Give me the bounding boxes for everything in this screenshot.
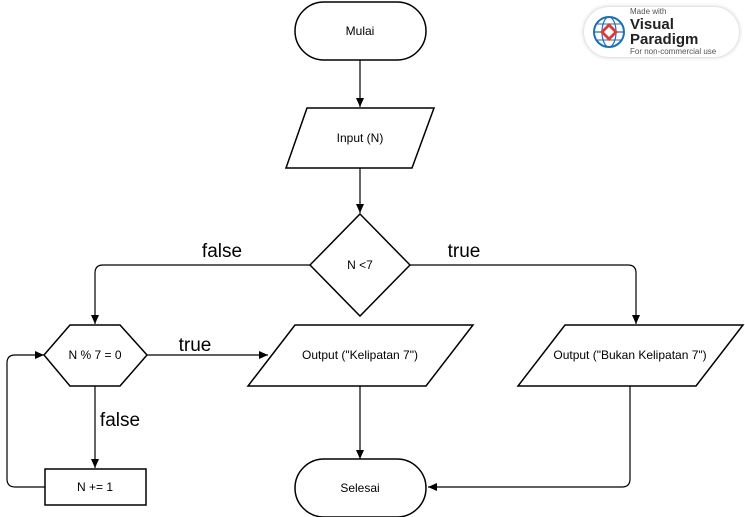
node-input-label: Input (N) xyxy=(337,131,384,145)
node-start-label: Mulai xyxy=(346,24,375,38)
visual-paradigm-logo-icon xyxy=(593,16,625,48)
node-output-not-multiple-label: Output ("Bukan Kelipatan 7") xyxy=(553,348,706,362)
node-end[interactable]: Selesai xyxy=(294,458,427,517)
node-output-not-multiple[interactable]: Output ("Bukan Kelipatan 7") xyxy=(516,324,745,387)
watermark-made-with: Made with xyxy=(630,7,667,16)
label-lt7-false: false xyxy=(202,241,242,262)
edge-cond-lt7-true xyxy=(410,264,640,324)
node-cond-mod7-label: N % 7 = 0 xyxy=(68,348,121,362)
node-cond-lt7-label: N <7 xyxy=(347,258,373,272)
node-start[interactable]: Mulai xyxy=(294,1,427,61)
watermark-license: For non-commercial use xyxy=(630,47,717,56)
watermark-brand: Visual Paradigm xyxy=(630,16,699,48)
node-output-multiple-label: Output ("Kelipatan 7") xyxy=(302,348,418,362)
label-lt7-true: true xyxy=(448,241,481,262)
edge-increment-loop xyxy=(6,351,45,488)
node-increment[interactable]: N += 1 xyxy=(44,468,147,506)
visual-paradigm-watermark: Made with Visual Paradigm For non-commer… xyxy=(584,7,739,57)
node-output-multiple[interactable]: Output ("Kelipatan 7") xyxy=(246,324,475,387)
node-cond-lt7[interactable]: N <7 xyxy=(308,212,412,318)
label-mod7-true: true xyxy=(179,335,212,356)
label-mod7-false: false xyxy=(100,410,140,431)
edge-cond-lt7-false xyxy=(91,264,310,324)
node-cond-mod7[interactable]: N % 7 = 0 xyxy=(43,324,149,387)
edge-output-not-multiple-to-end xyxy=(428,386,631,491)
node-end-label: Selesai xyxy=(340,481,379,495)
edges xyxy=(6,60,640,491)
node-input[interactable]: Input (N) xyxy=(284,107,436,169)
node-increment-label: N += 1 xyxy=(77,480,113,494)
